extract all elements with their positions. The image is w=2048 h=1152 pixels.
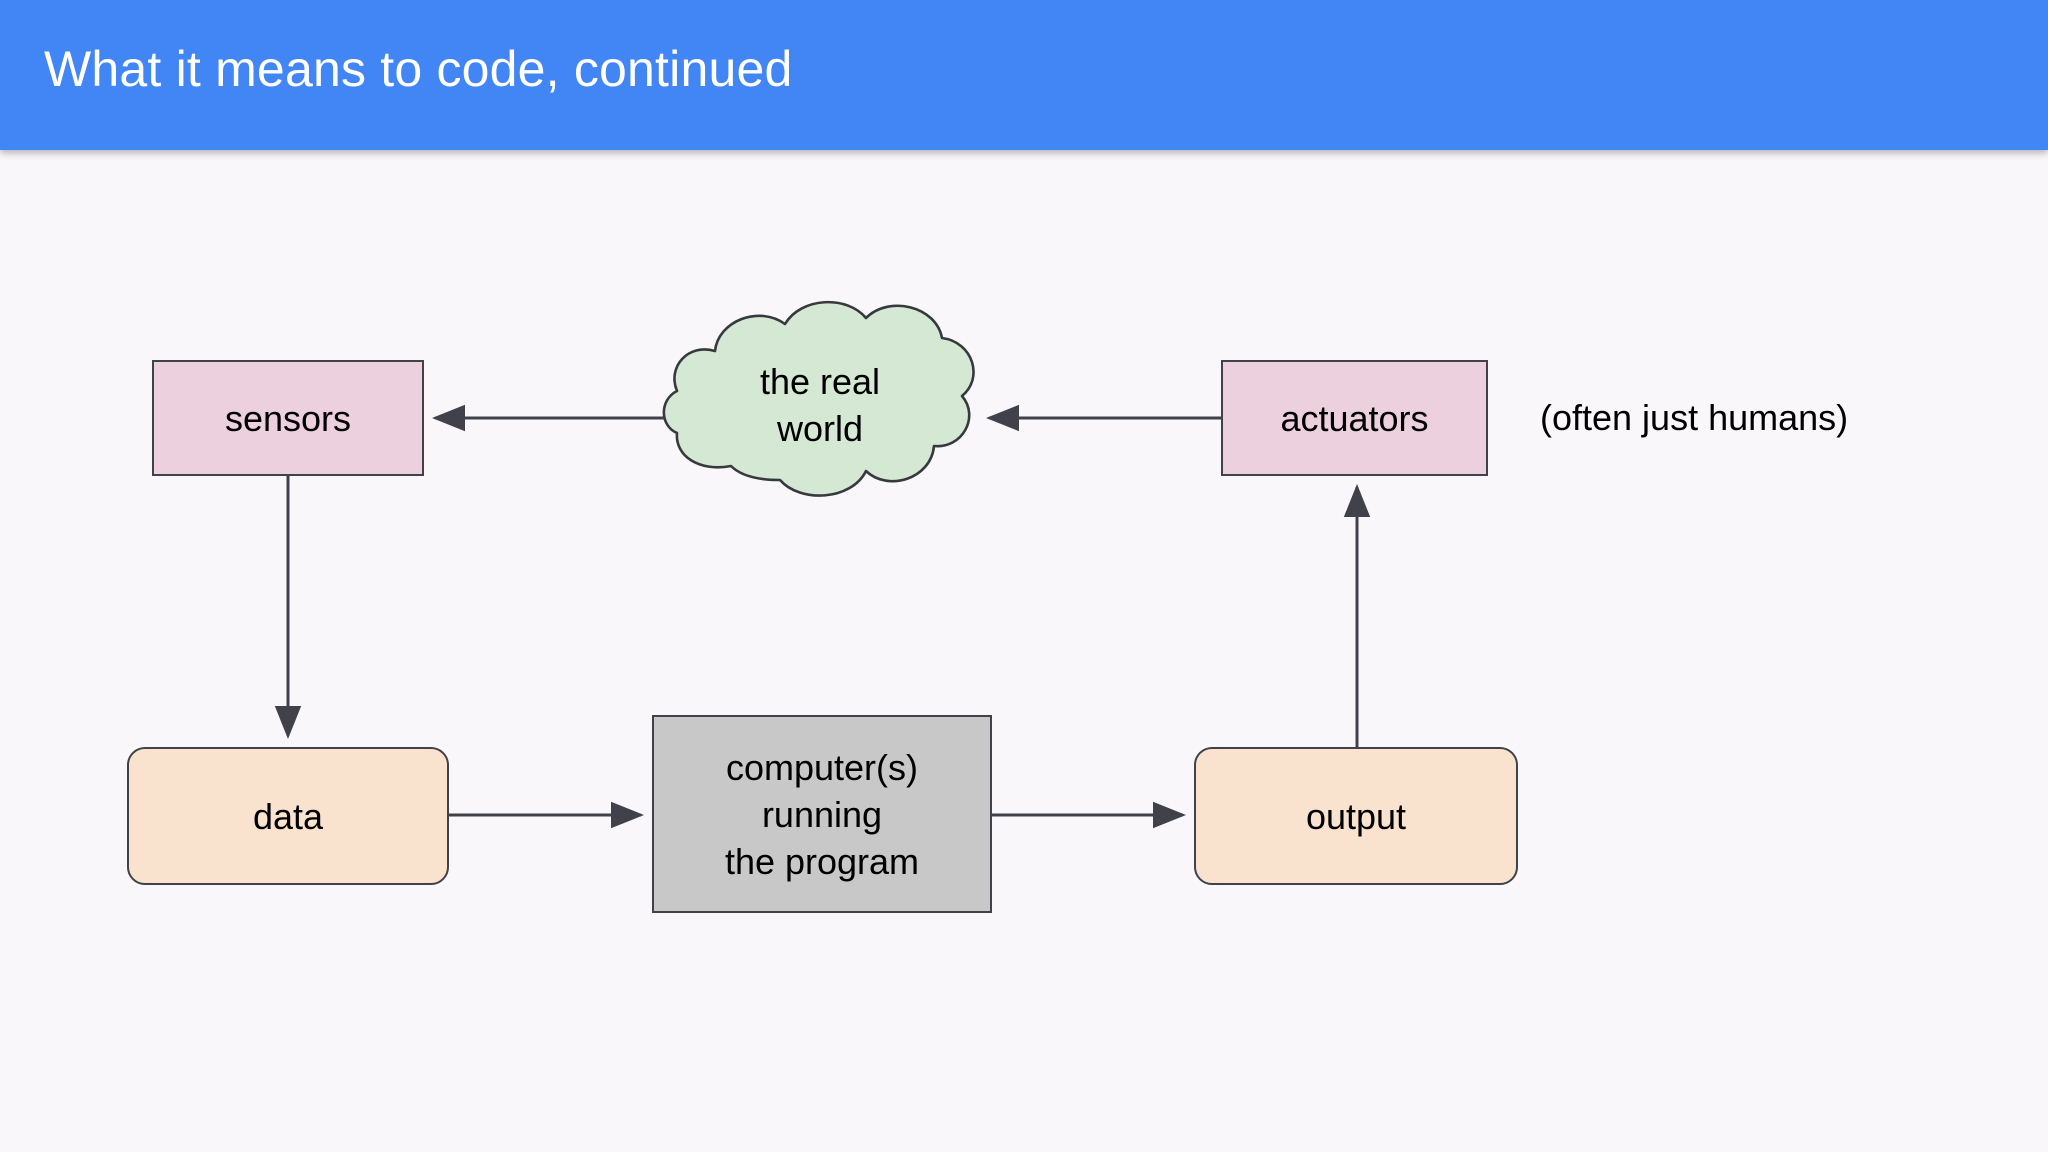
page-title: What it means to code, continued: [44, 41, 793, 97]
node-computer[interactable]: computer(s) running the program: [652, 715, 992, 913]
annotation-often-just-humans: (often just humans): [1540, 397, 1849, 438]
cloud-shape: [662, 300, 975, 497]
node-computer-label-line-1: computer(s): [725, 746, 919, 788]
node-data[interactable]: data: [127, 747, 449, 885]
node-actuators-label: actuators: [1280, 397, 1429, 439]
title-bar: What it means to code, continued: [0, 0, 2048, 150]
node-actuators[interactable]: actuators: [1221, 360, 1488, 476]
node-computer-label: computer(s) running the program: [725, 744, 919, 885]
node-sensors-label: sensors: [224, 397, 352, 439]
diagram-edges: [274, 404, 1371, 829]
node-computer-label-line-2: running: [761, 793, 883, 835]
node-output-label: output: [1305, 795, 1407, 837]
node-computer-label-line-3: the program: [724, 840, 920, 882]
node-data-label: data: [252, 795, 324, 837]
flowchart-diagram: sensors the real world actuators (often …: [0, 150, 2048, 1152]
node-output[interactable]: output: [1194, 747, 1518, 885]
node-real-world[interactable]: the real world: [655, 290, 985, 520]
node-sensors[interactable]: sensors: [152, 360, 424, 476]
